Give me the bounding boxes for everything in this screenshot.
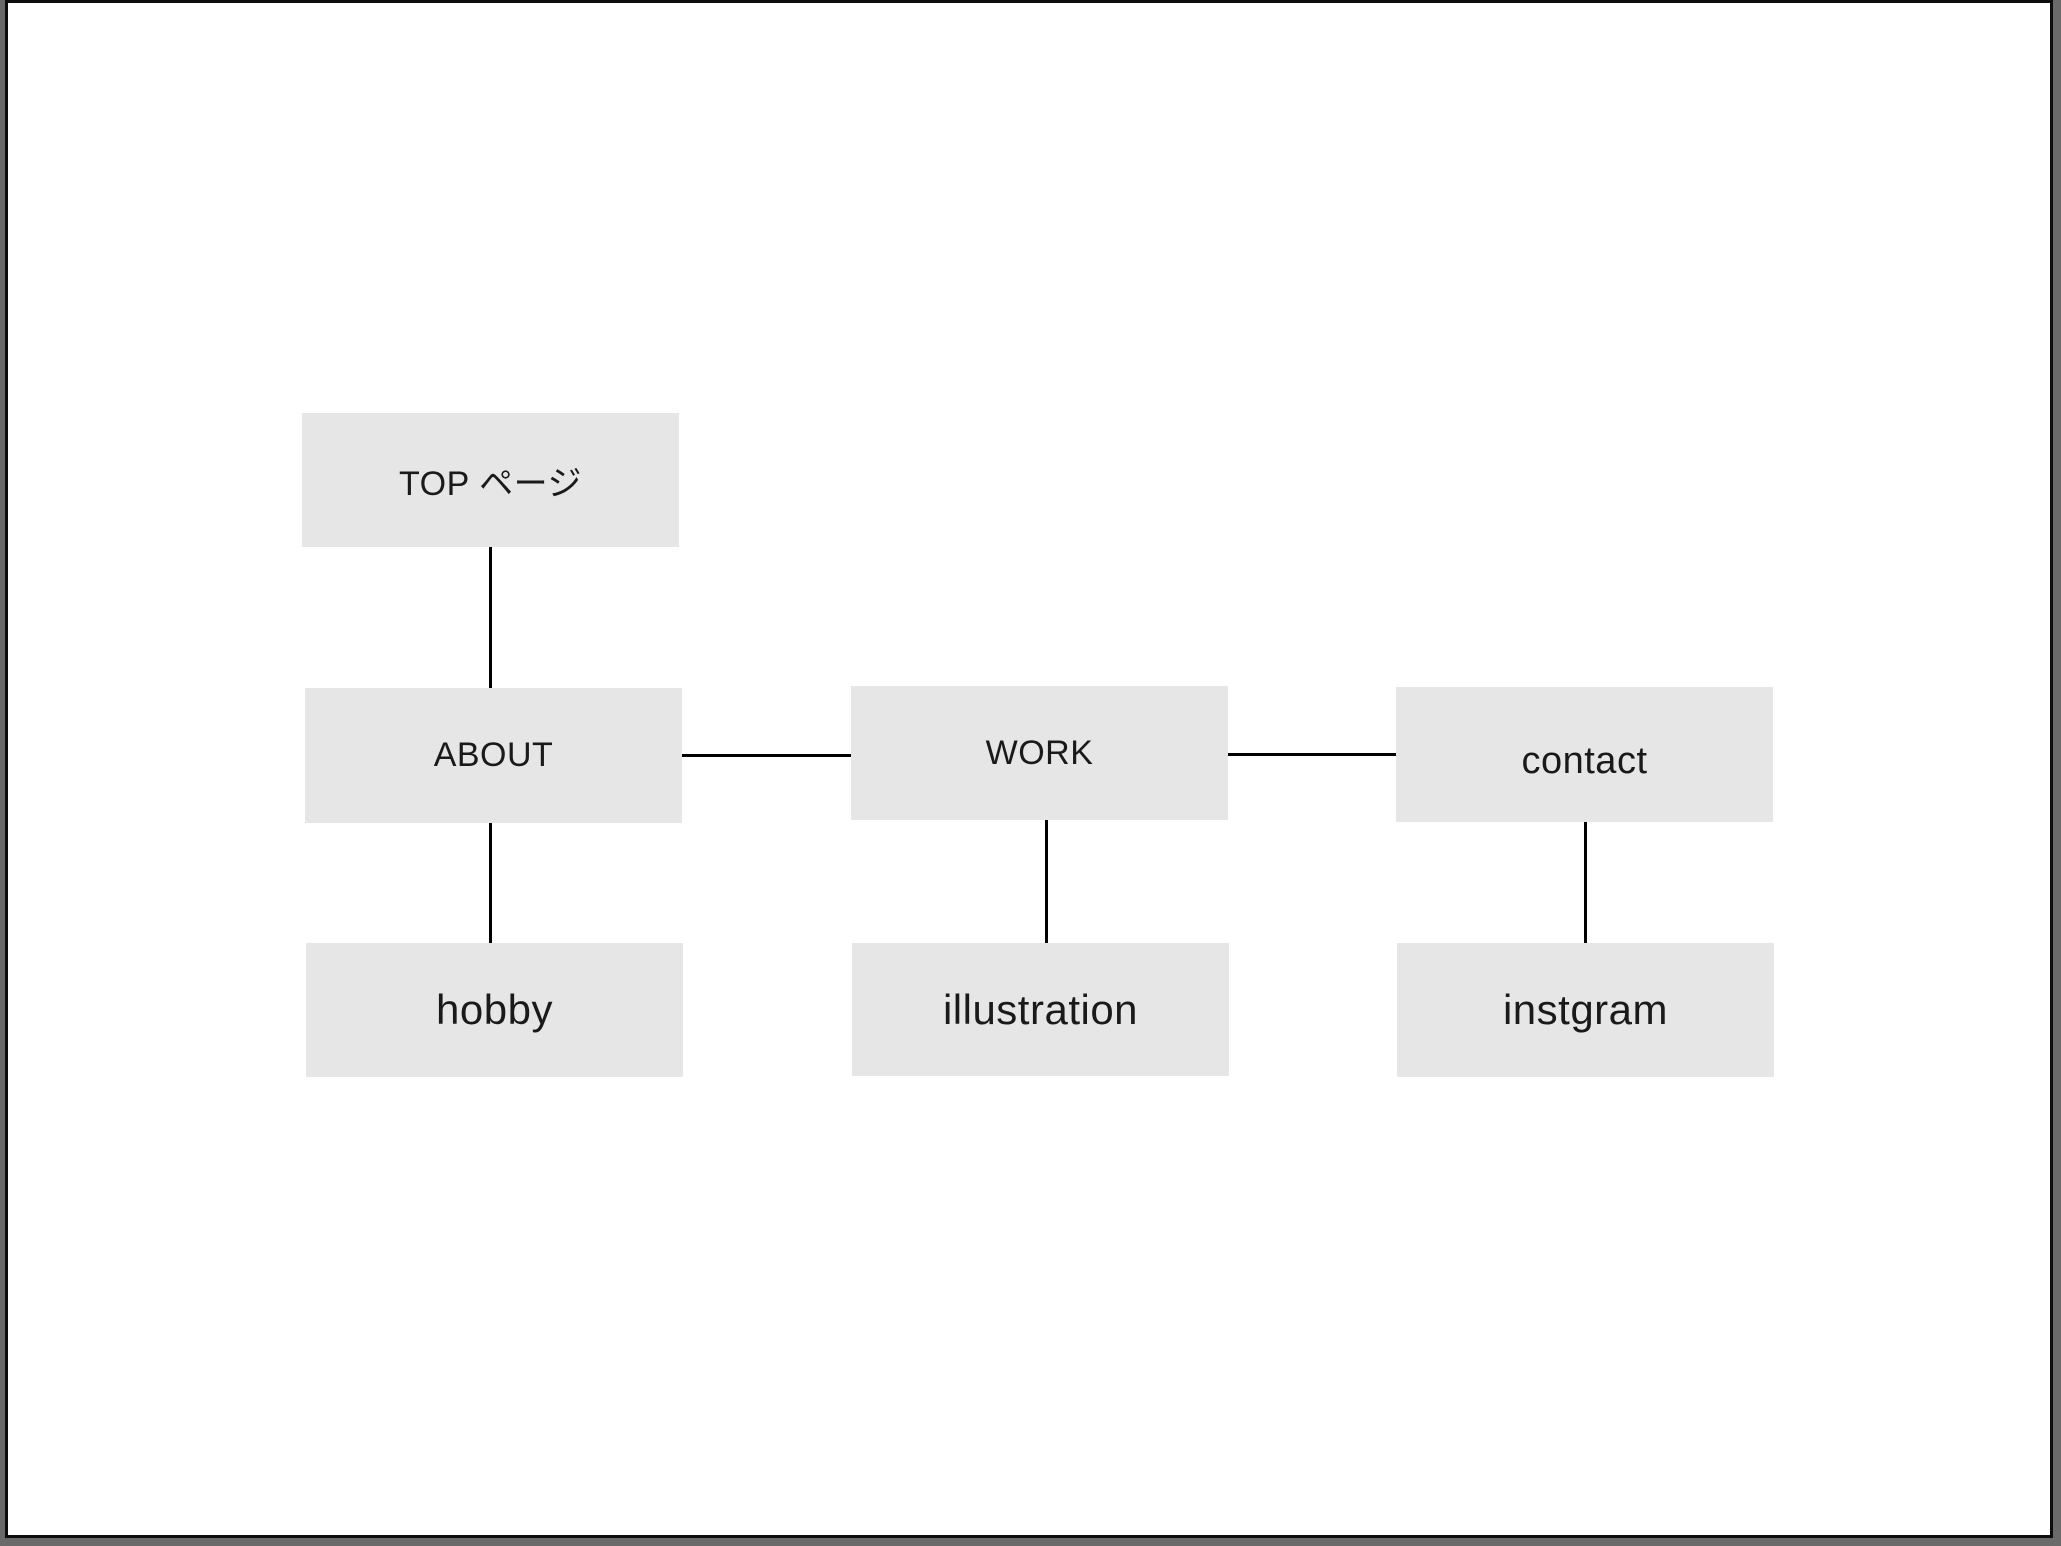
connector-about-hobby bbox=[489, 823, 492, 943]
node-top-page: TOP ページ bbox=[302, 413, 679, 547]
node-work: WORK bbox=[851, 686, 1228, 820]
node-instgram-label: instgram bbox=[1502, 986, 1669, 1033]
node-illustration: illustration bbox=[852, 943, 1229, 1076]
node-top-page-label: TOP ページ bbox=[399, 464, 582, 503]
node-about-label: ABOUT bbox=[433, 736, 554, 774]
node-illustration-label: illustration bbox=[942, 985, 1139, 1033]
node-instgram: instgram bbox=[1397, 943, 1774, 1077]
connector-about-work bbox=[682, 754, 851, 757]
connector-contact-instgram bbox=[1584, 822, 1587, 943]
node-about: ABOUT bbox=[305, 688, 682, 823]
node-hobby-label: hobby bbox=[436, 986, 553, 1033]
connector-work-illustration bbox=[1045, 820, 1048, 943]
node-contact-label: contact bbox=[1521, 740, 1648, 782]
node-hobby: hobby bbox=[306, 943, 683, 1077]
node-work-label: WORK bbox=[985, 733, 1094, 772]
connector-top-page-about bbox=[489, 547, 492, 688]
node-contact: contact bbox=[1396, 687, 1773, 822]
connector-work-contact bbox=[1228, 753, 1396, 756]
